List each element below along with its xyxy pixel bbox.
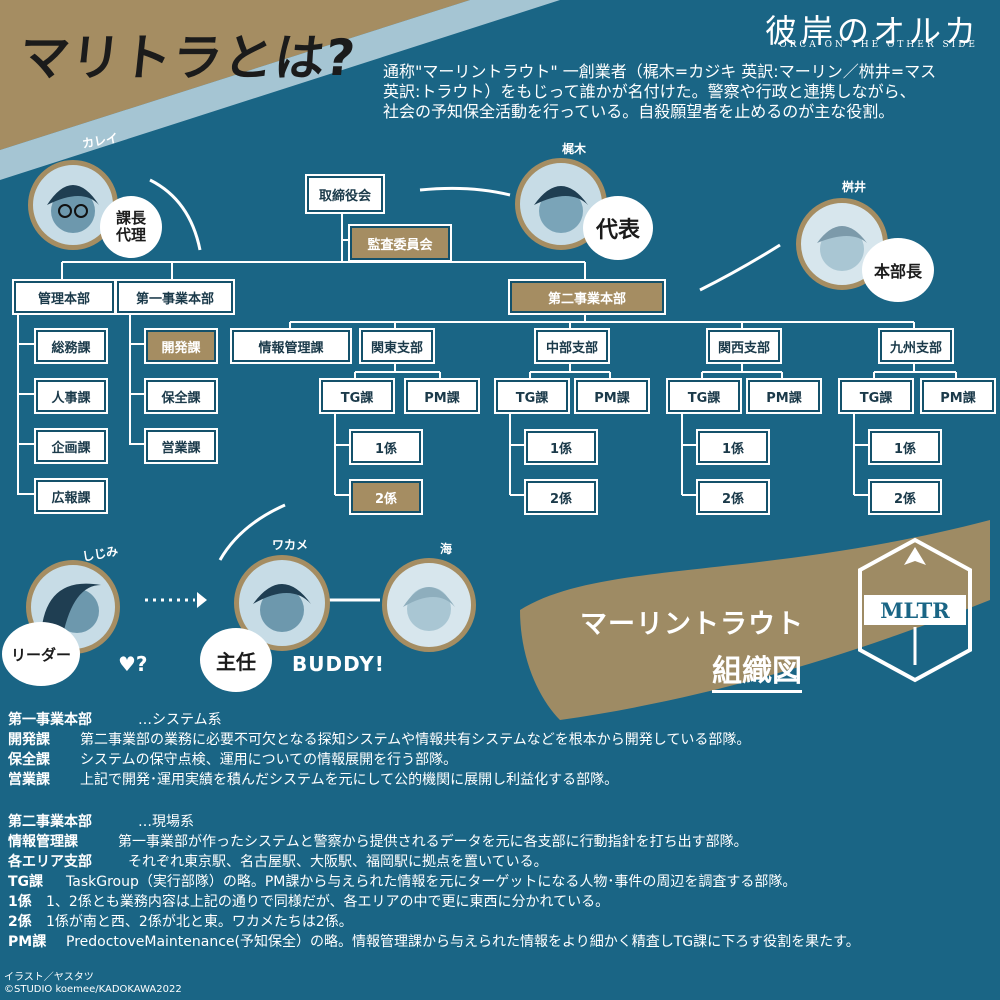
- pm-box: PM課: [574, 378, 650, 414]
- person-name: 海: [440, 542, 453, 556]
- branch-box: 関東支部: [359, 328, 435, 364]
- board-box: 取締役会: [305, 174, 385, 214]
- admin-item: 総務課: [34, 328, 108, 364]
- branch-box: 中部支部: [534, 328, 610, 364]
- avatar-kajiki: [515, 158, 607, 250]
- pm-box: PM課: [920, 378, 996, 414]
- team2-box: 2係: [349, 479, 423, 515]
- biz1-item: 営業課: [144, 428, 218, 464]
- emblem-title: マーリントラウト: [580, 609, 804, 640]
- admin-item: 広報課: [34, 478, 108, 514]
- biz1-item: 開発課: [144, 328, 218, 364]
- arrow-decoration: [149, 178, 781, 561]
- info-mgmt-box: 情報管理課: [230, 328, 352, 364]
- biz1-item: 保全課: [144, 378, 218, 414]
- audit-box: 監査委員会: [348, 224, 452, 262]
- intro-text: 通称"マーリントラウト" 一創業者（梶木=カジキ 英訳:マーリン／桝井=マス 英…: [383, 62, 937, 121]
- buddy-label: BUDDY!: [292, 652, 385, 676]
- biz2-description: 第二事業本部…現場系 情報管理課第一事業部が作ったシステムと警察から提供されるデ…: [8, 814, 860, 950]
- badge-text: MLTR: [880, 598, 950, 623]
- admin-item: 企画課: [34, 428, 108, 464]
- pm-box: PM課: [404, 378, 480, 414]
- branch-box: 関西支部: [706, 328, 782, 364]
- role-badge: 主任: [200, 628, 272, 692]
- biz1-hq-box: 第一事業本部: [115, 279, 235, 315]
- team2-box: 2係: [868, 479, 942, 515]
- admin-hq-box: 管理本部: [12, 279, 116, 315]
- role-badge: 代表: [583, 196, 653, 260]
- pm-box: PM課: [746, 378, 822, 414]
- tg-box: TG課: [319, 378, 395, 414]
- team2-box: 2係: [524, 479, 598, 515]
- emblem-subtitle: 組織図: [712, 646, 802, 693]
- biz2-hq-box: 第二事業本部: [508, 279, 666, 315]
- tg-box: TG課: [494, 378, 570, 414]
- biz1-description: 第一事業本部…システム系 開発課第二事業部の業務に必要不可欠となる探知システムや…: [8, 712, 751, 788]
- heart-question: ♥?: [118, 652, 148, 676]
- credits: イラスト／ヤスタツ ©STUDIO koemee/KADOKAWA2022: [4, 972, 182, 995]
- org-connectors: [17, 192, 915, 495]
- tg-box: TG課: [838, 378, 914, 414]
- team1-box: 1係: [349, 429, 423, 465]
- admin-item: 人事課: [34, 378, 108, 414]
- tg-box: TG課: [666, 378, 742, 414]
- team2-box: 2係: [696, 479, 770, 515]
- team1-box: 1係: [868, 429, 942, 465]
- person-name: 桝井: [842, 180, 867, 194]
- series-logo-subtitle: ORCA ON THE OTHER SIDE: [779, 40, 978, 50]
- role-badge: 課長 代理: [100, 196, 162, 258]
- series-logo: 彼岸のオルカ: [764, 12, 980, 50]
- team1-box: 1係: [696, 429, 770, 465]
- mltr-badge: [858, 537, 972, 683]
- role-badge: 本部長: [862, 238, 934, 302]
- avatar-umi: [382, 558, 476, 652]
- branch-box: 九州支部: [878, 328, 954, 364]
- person-name: 梶木: [562, 142, 587, 156]
- role-badge: リーダー: [2, 622, 80, 686]
- page-title: マリトラとは?: [16, 29, 359, 87]
- person-name: ワカメ: [272, 538, 309, 552]
- team1-box: 1係: [524, 429, 598, 465]
